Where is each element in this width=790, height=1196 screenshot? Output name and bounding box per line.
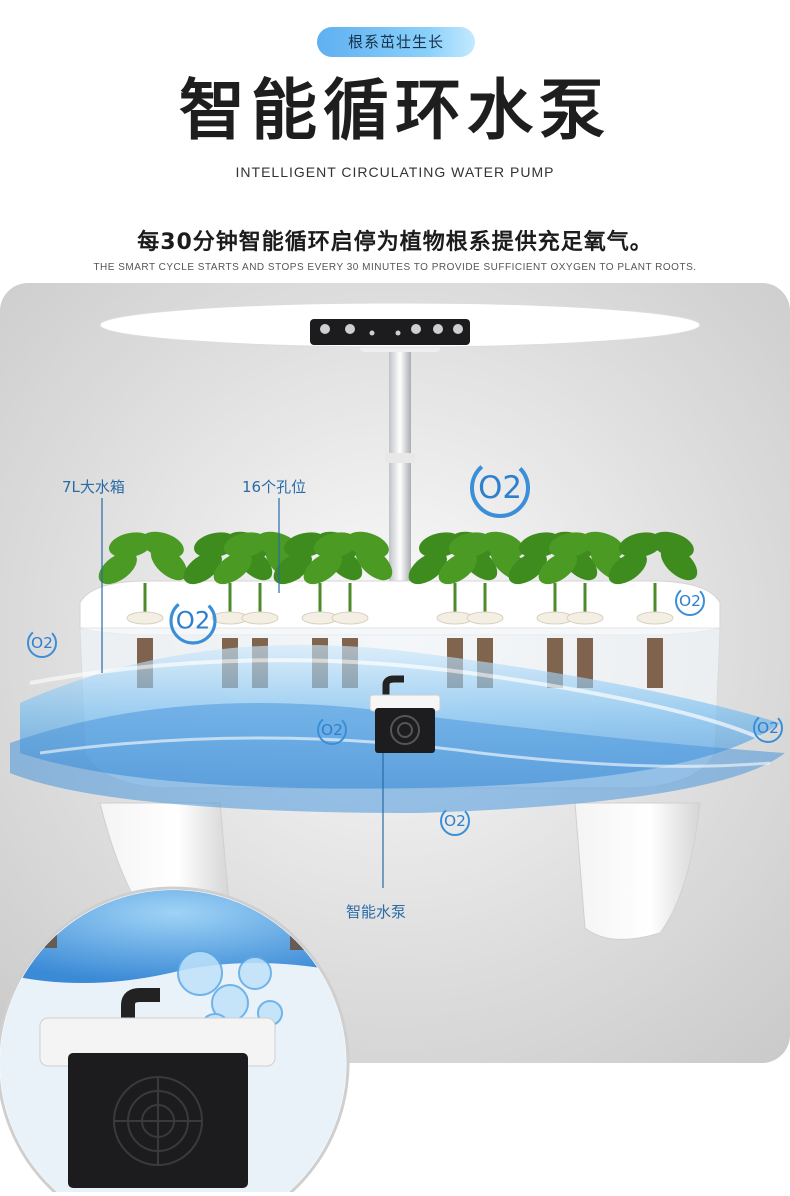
root <box>647 638 663 688</box>
plant-cup <box>331 611 369 625</box>
plant-leaves <box>98 531 698 618</box>
plant-cup <box>126 611 164 625</box>
pump-callout: 智能水泵 <box>346 903 407 921</box>
page-title: 智能循环水泵 <box>179 72 611 149</box>
svg-text:O2: O2 <box>679 592 701 610</box>
oxygen-icon: O2 <box>470 458 530 518</box>
seedling <box>608 531 698 618</box>
lamp-pole <box>389 343 411 613</box>
description-zh: 每30分钟智能循环启停为植物根系提供充足氧气。 <box>137 230 653 255</box>
timer-12h-indicator <box>369 330 375 336</box>
description-en: THE SMART CYCLE STARTS AND STOPS EVERY 3… <box>93 262 697 273</box>
timer-22h-indicator <box>395 330 401 336</box>
svg-text:O2: O2 <box>176 607 210 635</box>
plant-cup <box>566 611 604 625</box>
svg-text:O2: O2 <box>444 812 466 830</box>
feature-badge: 根系茁壮生长 <box>317 27 475 57</box>
water-icon[interactable] <box>345 324 355 334</box>
power-icon[interactable] <box>320 324 330 334</box>
oxygen-icon: O2 <box>169 597 217 645</box>
plant-cup <box>636 611 674 625</box>
plant-cup <box>466 611 504 625</box>
oxygen-icon: O2 <box>675 586 705 616</box>
pole-joint <box>385 453 415 463</box>
oxygen-icon: O2 <box>27 628 57 658</box>
pump <box>369 675 441 753</box>
plant-cups <box>126 611 674 625</box>
oxygen-icon: O2 <box>753 713 783 743</box>
svg-text:O2: O2 <box>478 470 522 506</box>
lighted-icon[interactable] <box>411 324 421 334</box>
plant-cup <box>241 611 279 625</box>
flowers-fruits-icon[interactable] <box>453 324 463 334</box>
svg-text:O2: O2 <box>757 719 779 737</box>
svg-text:O2: O2 <box>31 634 53 652</box>
vegetables-icon[interactable] <box>433 324 443 334</box>
seedling <box>303 531 393 618</box>
svg-text:O2: O2 <box>321 721 343 739</box>
control-panel <box>310 319 470 345</box>
root <box>577 638 593 688</box>
tank-callout: 7L大水箱 <box>62 478 125 496</box>
holes-callout: 16个孔位 <box>242 478 307 496</box>
oxygen-icon: O2 <box>440 806 470 836</box>
oxygen-icon: O2 <box>317 715 347 745</box>
page-subtitle: INTELLIGENT CIRCULATING WATER PUMP <box>235 164 555 180</box>
right-leg <box>574 802 701 940</box>
